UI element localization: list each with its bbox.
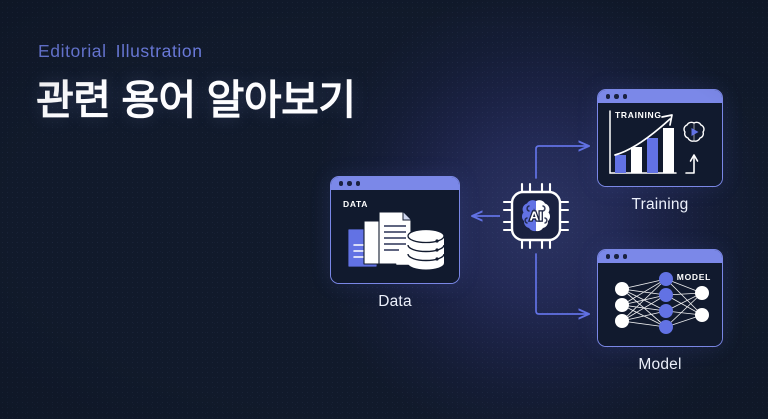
page-title: 관련 용어 알아보기 xyxy=(36,77,356,123)
model-window-titlebar xyxy=(598,250,722,263)
model-screen-label: MODEL xyxy=(676,272,711,282)
brain-play-icon xyxy=(683,121,705,142)
up-arrow-icon xyxy=(685,154,699,174)
window-dot-2-icon xyxy=(614,94,619,99)
data-caption: Data xyxy=(378,293,412,310)
model-window-canvas: MODEL xyxy=(598,263,722,346)
chip-ai-label: AI xyxy=(530,209,543,224)
input-node-3 xyxy=(615,314,629,328)
window-dot-1-icon xyxy=(606,254,611,259)
data-window-titlebar xyxy=(331,177,459,190)
window-dot-1-icon xyxy=(606,94,611,99)
window-dot-2-icon xyxy=(614,254,619,259)
training-caption: Training xyxy=(631,196,689,213)
hidden-node-3 xyxy=(659,304,673,318)
node-card-training[interactable]: TRAINING xyxy=(597,89,723,214)
connector-center-to-model xyxy=(535,253,589,314)
output-node-1 xyxy=(695,286,709,300)
bar-1 xyxy=(615,155,626,173)
bar-chart-icon xyxy=(615,128,674,173)
bar-3 xyxy=(647,138,658,173)
training-screen-label: TRAINING xyxy=(615,110,662,120)
bar-4 xyxy=(663,128,674,173)
data-window: DATA xyxy=(330,176,460,284)
connector-center-to-training xyxy=(535,146,589,179)
data-screen-label: DATA xyxy=(343,199,369,209)
center-ai-chip[interactable]: AI xyxy=(500,180,572,252)
input-node-2 xyxy=(615,298,629,312)
node-card-data[interactable]: DATA xyxy=(330,176,460,311)
hidden-node-2 xyxy=(659,288,673,302)
node-card-model[interactable]: MODEL xyxy=(597,249,723,374)
input-node-1 xyxy=(615,282,629,296)
documents-icon xyxy=(348,211,412,267)
window-dot-3-icon xyxy=(622,94,628,99)
training-window-titlebar xyxy=(598,90,722,103)
database-icon xyxy=(407,228,445,270)
bar-2 xyxy=(631,147,642,173)
window-dot-2-icon xyxy=(347,181,352,186)
training-window-canvas: TRAINING xyxy=(598,103,722,186)
cpu-chip-brain-icon: AI xyxy=(502,182,570,250)
window-dot-3-icon xyxy=(355,181,361,186)
window-dot-3-icon xyxy=(622,254,628,259)
hidden-node-1 xyxy=(659,272,673,286)
network-edges xyxy=(621,278,703,328)
training-window: TRAINING xyxy=(597,89,723,187)
data-window-canvas: DATA xyxy=(331,190,459,283)
model-caption: Model xyxy=(638,356,682,373)
output-node-2 xyxy=(695,308,709,322)
hidden-node-4 xyxy=(659,320,673,334)
window-dot-1-icon xyxy=(339,181,344,186)
model-window: MODEL xyxy=(597,249,723,347)
